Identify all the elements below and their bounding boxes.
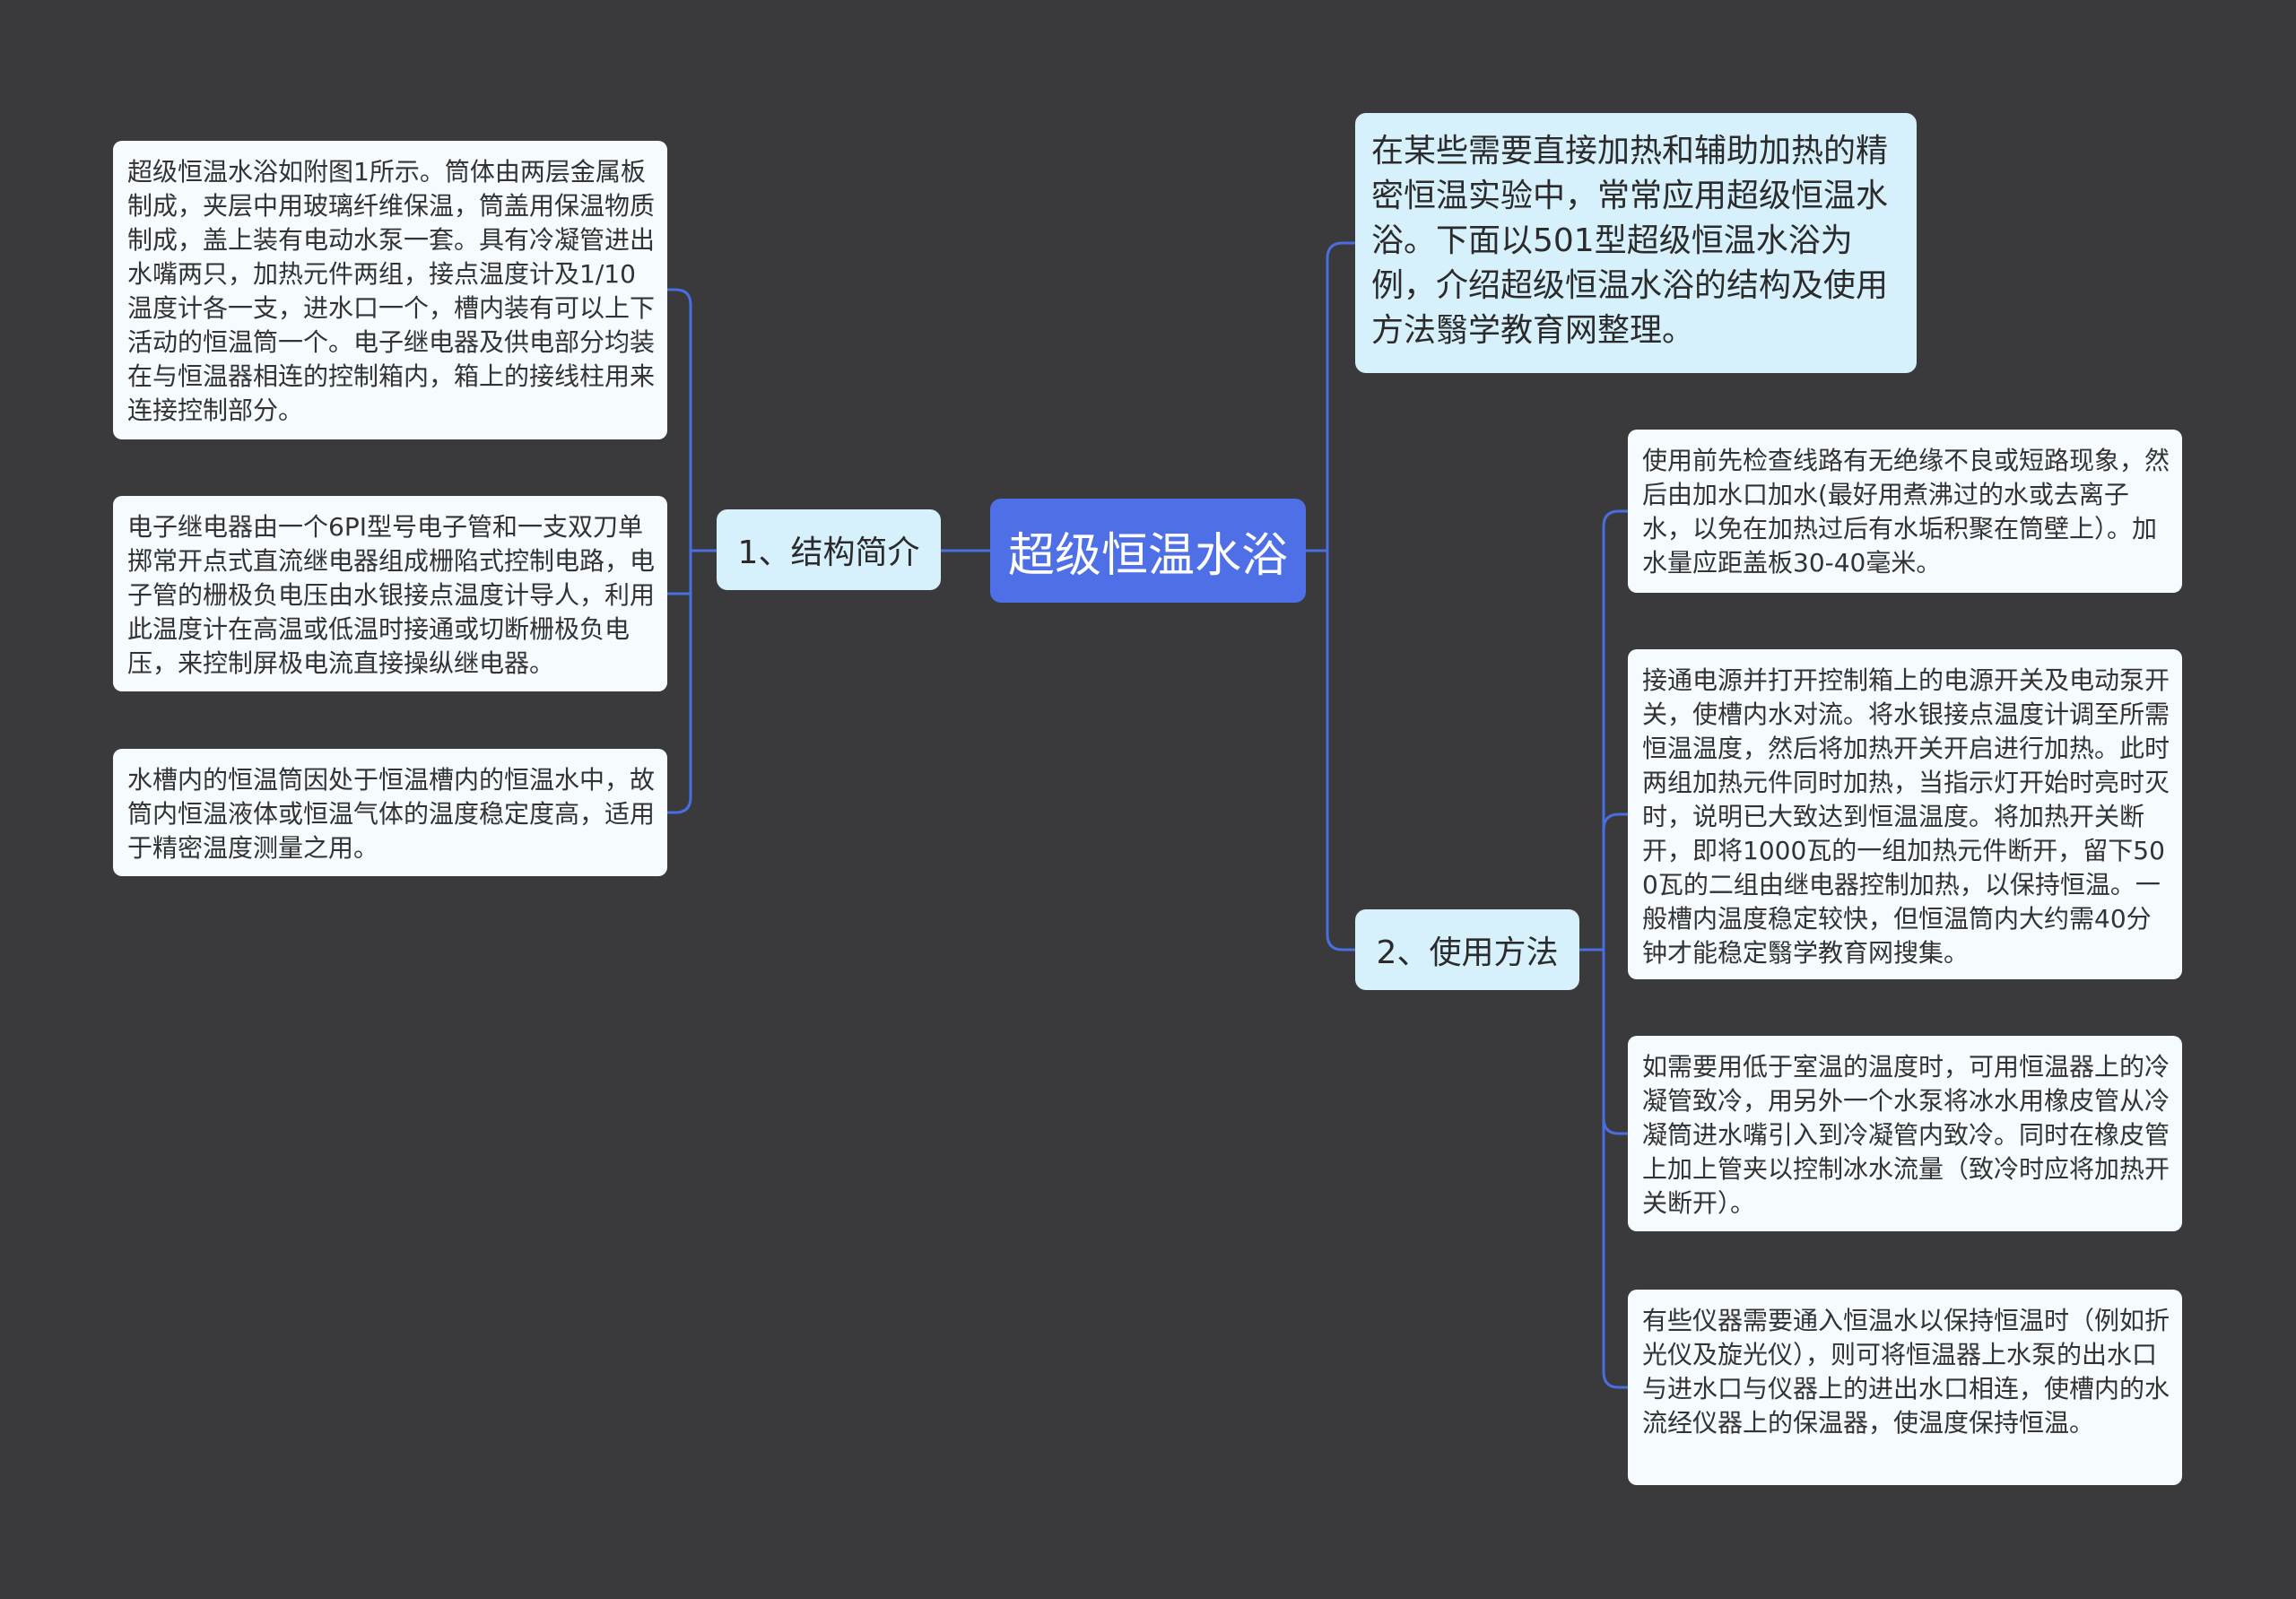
central-topic[interactable]: 超级恒温水浴 (990, 499, 1306, 603)
connector-central-branch2 (1326, 549, 1357, 952)
connector-branch1-item2 (665, 549, 692, 595)
structure-item-1[interactable]: 超级恒温水浴如附图1所示。筒体由两层金属板制成，夹层中用玻璃纤维保温，筒盖用保温… (113, 141, 667, 439)
intro-node[interactable]: 在某些需要直接加热和辅助加热的精密恒温实验中，常常应用超级恒温水浴。下面以501… (1355, 113, 1917, 373)
connector-branch1-item1 (665, 288, 692, 552)
usage-item-1[interactable]: 使用前先检查线路有无绝缘不良或短路现象，然后由加水口加水(最好用煮沸过的水或去离… (1628, 430, 2182, 593)
connector-branch2-item4 (1602, 948, 1630, 1389)
connector-central-intro (1326, 241, 1357, 552)
connector-branch2-item1 (1602, 509, 1630, 952)
structure-item-3[interactable]: 水槽内的恒温筒因处于恒温槽内的恒温水中，故筒内恒温液体或恒温气体的温度稳定度高，… (113, 749, 667, 876)
structure-item-2[interactable]: 电子继电器由一个6PI型号电子管和一支双刀单掷常开点式直流继电器组成栅陷式控制电… (113, 496, 667, 691)
branch-structure[interactable]: 1、结构简介 (717, 509, 941, 590)
usage-item-4[interactable]: 有些仪器需要通入恒温水以保持恒温时（例如折光仪及旋光仪），则可将恒温器上水泵的出… (1628, 1290, 2182, 1485)
connector-branch1-item3 (665, 549, 692, 814)
connector-branch2-item3 (1602, 948, 1630, 1135)
branch-usage[interactable]: 2、使用方法 (1355, 909, 1579, 990)
connector-branch2-item2 (1602, 813, 1630, 952)
usage-item-2[interactable]: 接通电源并打开控制箱上的电源开关及电动泵开关，使槽内水对流。将水银接点温度计调至… (1628, 649, 2182, 979)
usage-item-3[interactable]: 如需要用低于室温的温度时，可用恒温器上的冷凝管致冷，用另外一个水泵将冰水用橡皮管… (1628, 1036, 2182, 1231)
